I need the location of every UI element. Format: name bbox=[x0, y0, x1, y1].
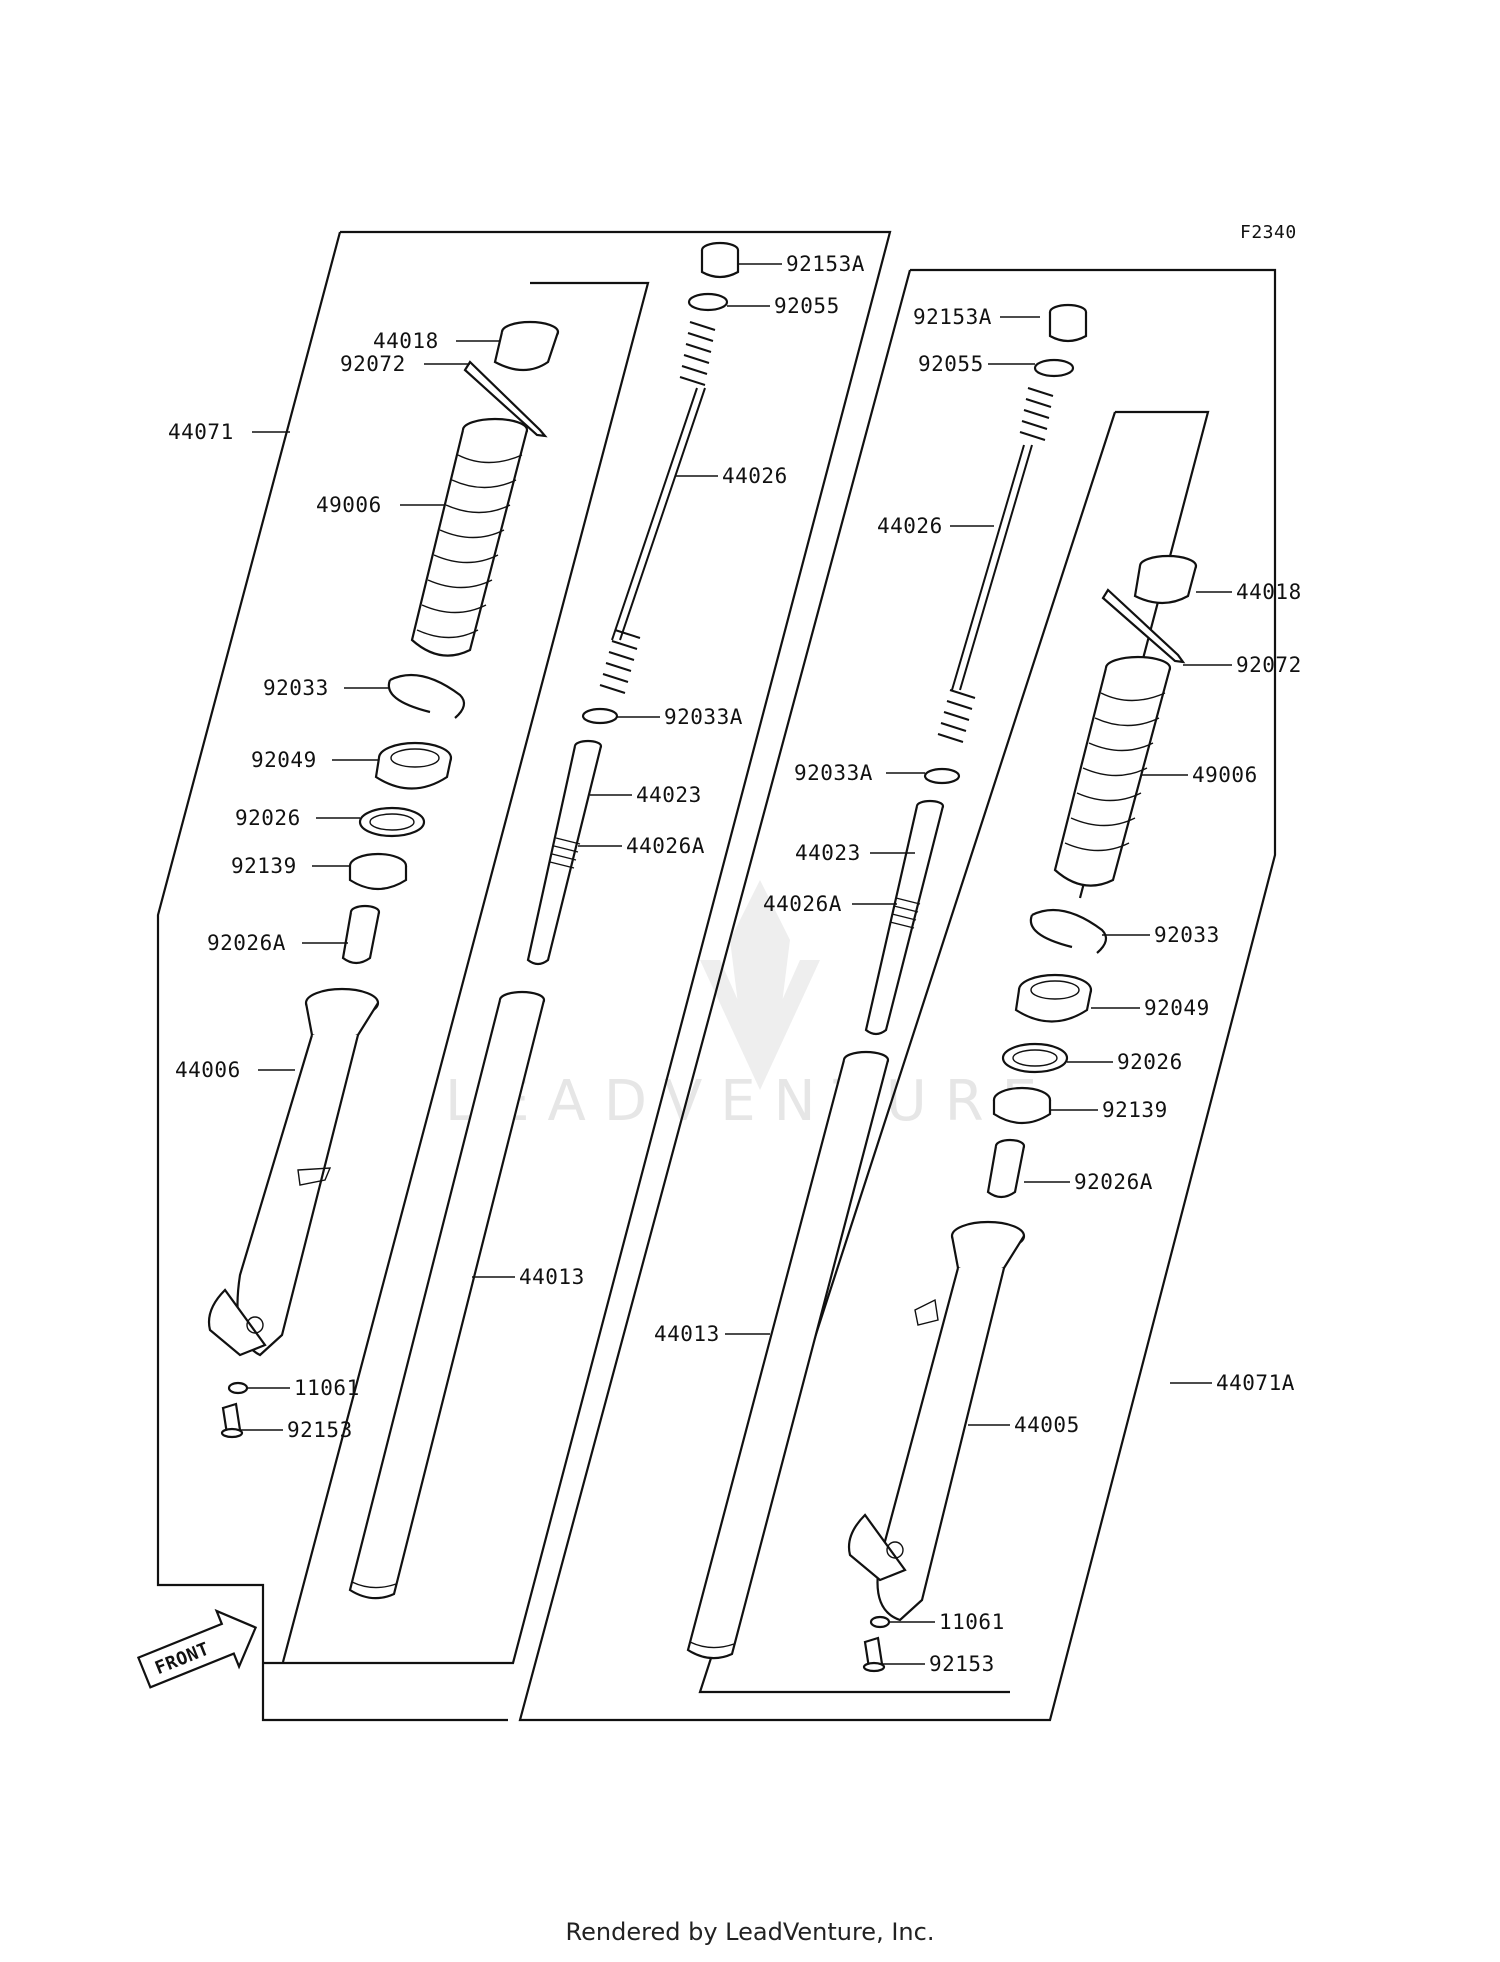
label-44071-left: 44071 bbox=[168, 420, 234, 444]
part-44006-left bbox=[207, 987, 380, 1357]
label-92153-right: 92153 bbox=[929, 1652, 995, 1676]
label-44005-right: 44005 bbox=[1014, 1413, 1080, 1437]
label-44018-left: 44018 bbox=[373, 329, 439, 353]
part-92049-right bbox=[1014, 973, 1093, 1023]
label-92033-right: 92033 bbox=[1154, 923, 1220, 947]
label-44013-right: 44013 bbox=[654, 1322, 720, 1346]
part-44018-right bbox=[1133, 554, 1198, 605]
label-49006-left: 49006 bbox=[316, 493, 382, 517]
label-92139-left: 92139 bbox=[231, 854, 297, 878]
part-92055-right bbox=[1033, 358, 1075, 378]
part-92026-right bbox=[1001, 1042, 1069, 1074]
label-92153-left: 92153 bbox=[287, 1418, 353, 1442]
leader-lines bbox=[240, 263, 1232, 1665]
part-92153-left bbox=[220, 1402, 244, 1439]
left-inner-frame bbox=[281, 281, 650, 1663]
part-92033a-left bbox=[581, 707, 619, 725]
diagram-id: F2340 bbox=[1240, 222, 1297, 243]
part-49006-left bbox=[410, 417, 529, 657]
label-92072-right: 92072 bbox=[1236, 653, 1302, 677]
label-92033-left: 92033 bbox=[263, 676, 329, 700]
label-92026-left: 92026 bbox=[235, 806, 301, 830]
part-44013-left bbox=[348, 990, 546, 1600]
label-92055-left: 92055 bbox=[774, 294, 840, 318]
part-11061-left bbox=[227, 1381, 249, 1395]
label-44023-right: 44023 bbox=[795, 841, 861, 865]
part-92153a-left bbox=[700, 241, 740, 279]
label-92049-left: 92049 bbox=[251, 748, 317, 772]
part-44005-right bbox=[847, 1220, 1026, 1622]
part-92072-right bbox=[1101, 588, 1186, 664]
part-92153a-right bbox=[1048, 303, 1088, 343]
label-92153a-left: 92153A bbox=[786, 252, 865, 276]
part-44026-right bbox=[937, 387, 1054, 743]
part-labels: 44071 44018 92072 49006 92033 92049 9202… bbox=[168, 252, 1302, 1676]
label-49006-right: 49006 bbox=[1192, 763, 1258, 787]
part-11061-right bbox=[869, 1615, 891, 1629]
label-44026a-left: 44026A bbox=[626, 834, 705, 858]
part-92033-left bbox=[387, 673, 466, 719]
part-49006-right bbox=[1053, 655, 1172, 887]
label-44026a-right: 44026A bbox=[763, 892, 842, 916]
part-92072-left bbox=[463, 360, 548, 438]
label-44023-left: 44023 bbox=[636, 783, 702, 807]
part-92139-left bbox=[348, 852, 408, 891]
left-assembly-frame bbox=[156, 230, 892, 1722]
label-92055-right: 92055 bbox=[918, 352, 984, 376]
part-92153-right bbox=[862, 1636, 886, 1673]
label-92033a-right: 92033A bbox=[794, 761, 873, 785]
part-92055-left bbox=[687, 292, 729, 312]
label-92026-right: 92026 bbox=[1117, 1050, 1183, 1074]
label-92072-left: 92072 bbox=[340, 352, 406, 376]
label-44013-left: 44013 bbox=[519, 1265, 585, 1289]
label-92026a-right: 92026A bbox=[1074, 1170, 1153, 1194]
right-assembly-frame bbox=[518, 268, 1277, 1722]
footer-credit: Rendered by LeadVenture, Inc. bbox=[565, 1918, 935, 1946]
front-arrow: FRONT bbox=[136, 1608, 258, 1689]
part-92139-right bbox=[992, 1086, 1052, 1125]
label-44018-right: 44018 bbox=[1236, 580, 1302, 604]
part-44023-right bbox=[864, 799, 945, 1036]
part-92049-left bbox=[374, 741, 453, 790]
label-11061-right: 11061 bbox=[939, 1610, 1005, 1634]
part-44018-left bbox=[493, 320, 560, 372]
label-44026-right: 44026 bbox=[877, 514, 943, 538]
part-92033a-right bbox=[923, 767, 961, 785]
watermark: LEADVENTURE bbox=[445, 880, 1055, 1134]
part-44023-left bbox=[526, 739, 603, 966]
label-92026a-left: 92026A bbox=[207, 931, 286, 955]
label-92033a-left: 92033A bbox=[664, 705, 743, 729]
part-92026a-left bbox=[341, 904, 381, 965]
label-92153a-right: 92153A bbox=[913, 305, 992, 329]
label-11061-left: 11061 bbox=[294, 1376, 360, 1400]
label-44026-left: 44026 bbox=[722, 464, 788, 488]
label-44071a-right: 44071A bbox=[1216, 1371, 1295, 1395]
label-44006-left: 44006 bbox=[175, 1058, 241, 1082]
label-92139-right: 92139 bbox=[1102, 1098, 1168, 1122]
label-92049-right: 92049 bbox=[1144, 996, 1210, 1020]
part-44026-left bbox=[599, 321, 716, 694]
part-92026a-right bbox=[986, 1138, 1026, 1199]
part-92033-right bbox=[1029, 908, 1108, 954]
watermark-text: LEADVENTURE bbox=[445, 1069, 1055, 1134]
part-44013-right bbox=[686, 1050, 890, 1660]
part-92026-left bbox=[358, 806, 426, 838]
